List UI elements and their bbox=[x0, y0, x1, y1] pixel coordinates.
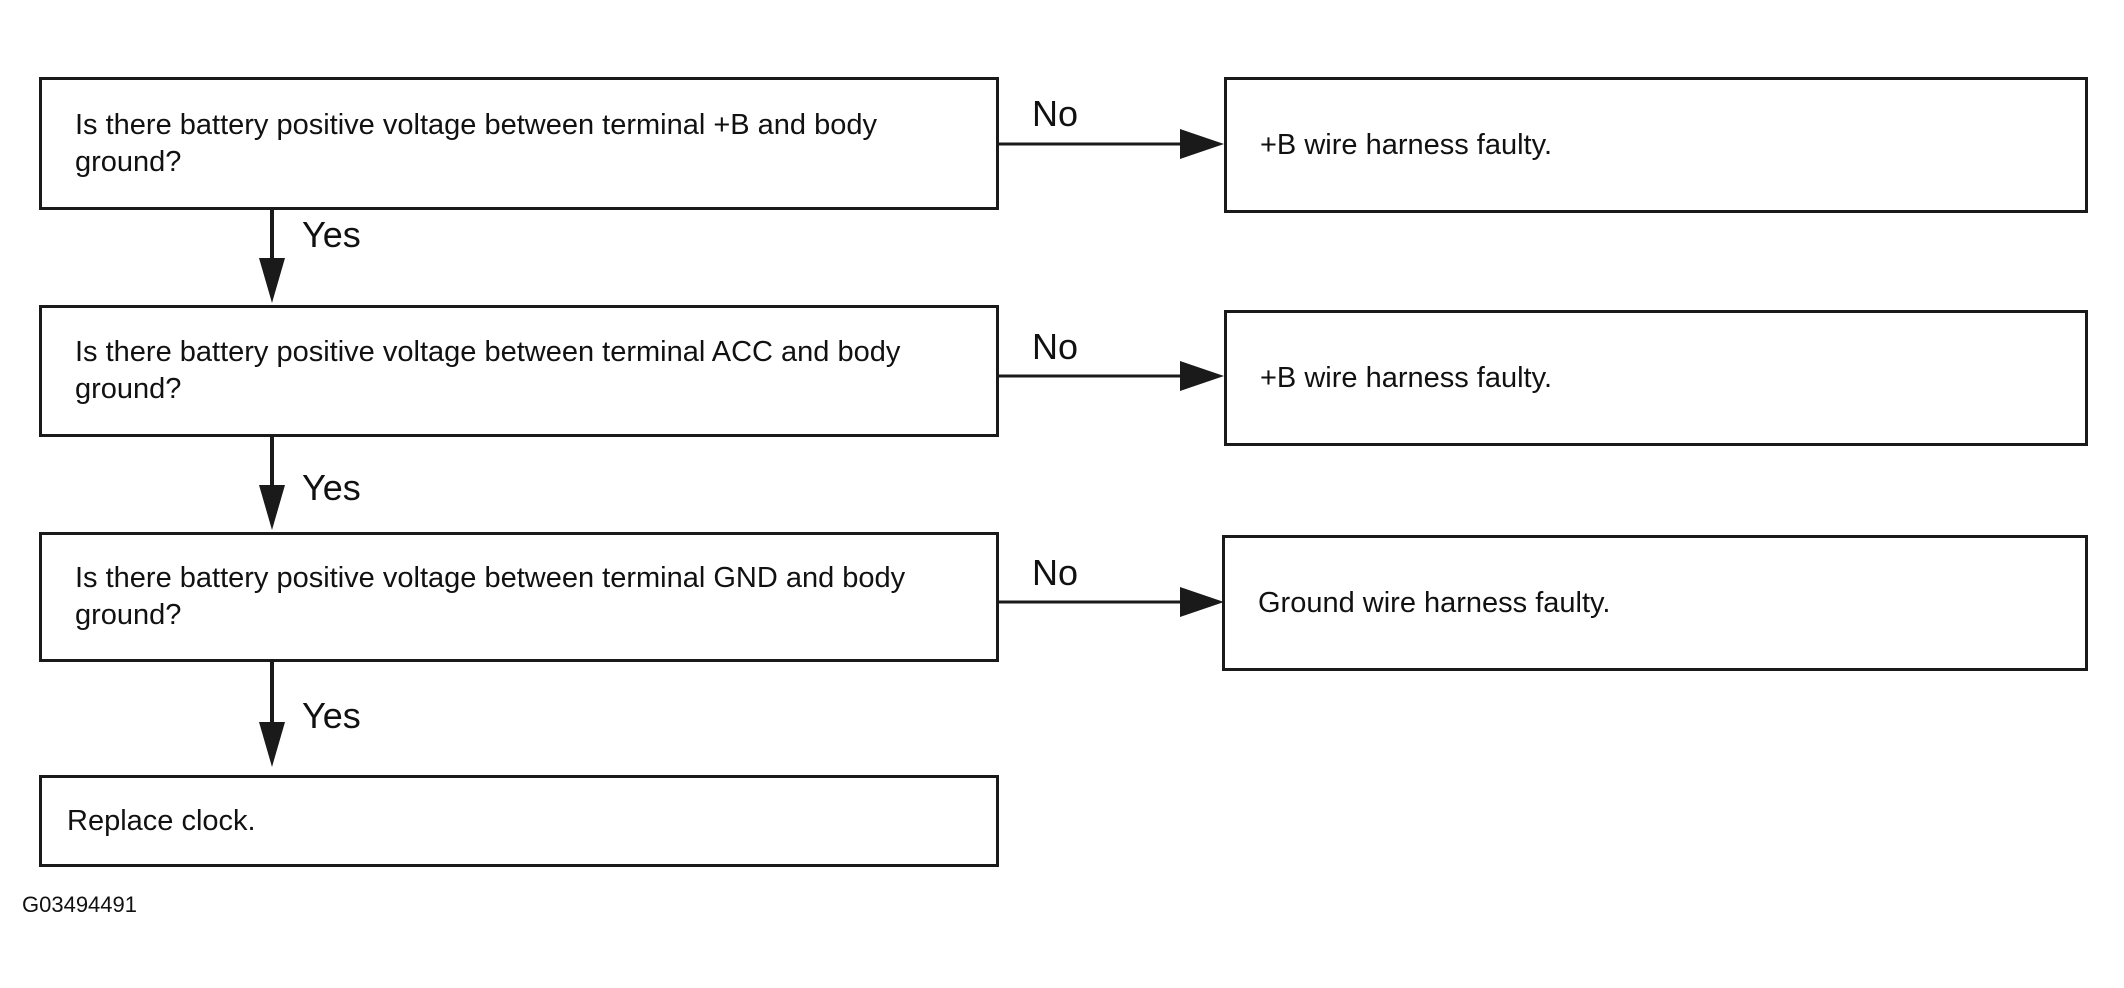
yes-label-3: Yes bbox=[302, 695, 361, 736]
result-box-1: +B wire harness faulty. bbox=[1224, 77, 2088, 213]
no-label-2: No bbox=[1032, 326, 1079, 367]
question-box-3: Is there battery positive voltage betwee… bbox=[39, 532, 999, 662]
final-text: Replace clock. bbox=[67, 804, 256, 837]
figure-id: G03494491 bbox=[22, 892, 137, 917]
yes-arrow-1 bbox=[259, 210, 285, 303]
yes-label-2: Yes bbox=[302, 467, 361, 508]
no-arrow-1 bbox=[999, 129, 1224, 159]
result-box-2: +B wire harness faulty. bbox=[1224, 310, 2088, 446]
result-text-1: +B wire harness faulty. bbox=[1260, 128, 1553, 161]
yes-label-1: Yes bbox=[302, 214, 361, 255]
yes-arrow-3 bbox=[259, 662, 285, 767]
no-arrow-2 bbox=[999, 361, 1224, 391]
result-text-3: Ground wire harness faulty. bbox=[1258, 586, 1611, 619]
final-box: Replace clock. bbox=[39, 775, 999, 867]
question-text-3: Is there battery positive voltage betwee… bbox=[75, 562, 906, 631]
yes-arrow-2 bbox=[259, 437, 285, 530]
result-text-2: +B wire harness faulty. bbox=[1260, 361, 1553, 394]
question-box-1: Is there battery positive voltage betwee… bbox=[39, 77, 999, 210]
result-box-3: Ground wire harness faulty. bbox=[1222, 535, 2088, 671]
no-label-3: No bbox=[1032, 552, 1079, 593]
no-arrow-3 bbox=[999, 587, 1224, 617]
question-text-1: Is there battery positive voltage betwee… bbox=[75, 108, 878, 178]
no-label-1: No bbox=[1032, 93, 1079, 134]
question-box-2: Is there battery positive voltage betwee… bbox=[39, 305, 999, 437]
question-text-2: Is there battery positive voltage betwee… bbox=[75, 336, 901, 405]
